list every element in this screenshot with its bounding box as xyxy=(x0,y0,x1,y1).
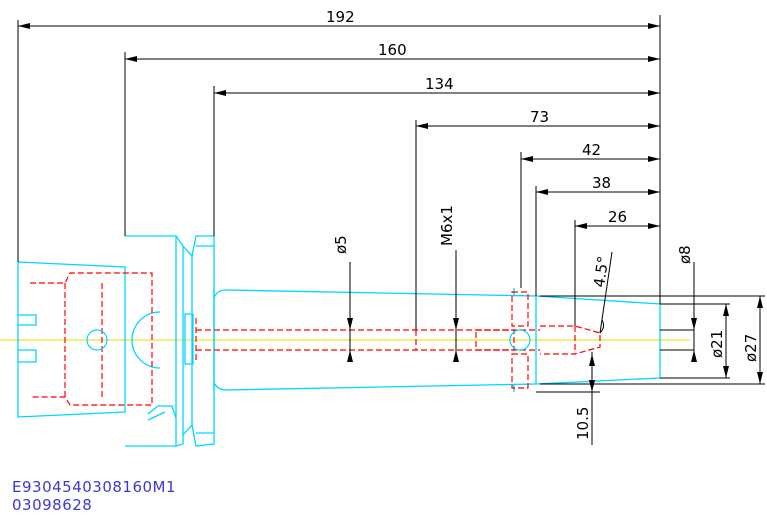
dim-42-label: 42 xyxy=(582,141,601,159)
tool-outline xyxy=(17,235,661,447)
dimension-lines xyxy=(17,15,765,445)
dim-73-label: 73 xyxy=(530,108,549,126)
part-code-line-1: E9304540308160M1 xyxy=(12,478,177,496)
hidden-features xyxy=(30,272,601,406)
cross-hole-circle-front xyxy=(509,329,531,351)
dim-160-label: 160 xyxy=(378,41,407,59)
dim-phi27-label: ø27 xyxy=(742,334,760,362)
dim-angle-label: 4.5° xyxy=(590,255,612,289)
dim-192-label: 192 xyxy=(326,8,355,26)
dim-m6x1-label: M6x1 xyxy=(438,205,456,246)
dim-26-label: 26 xyxy=(608,208,627,226)
dim-10-5-label: 10.5 xyxy=(574,407,592,440)
dim-134-label: 134 xyxy=(425,75,454,93)
dimension-arrows xyxy=(18,23,763,392)
dim-phi8-label: ø8 xyxy=(676,245,694,264)
dim-phi21-label: ø21 xyxy=(708,330,726,358)
dim-38-label: 38 xyxy=(592,174,611,192)
cross-hole-circle-left xyxy=(86,329,108,351)
part-code-line-2: 03098628 xyxy=(12,496,93,514)
dim-phi5-label: ø5 xyxy=(332,235,350,254)
